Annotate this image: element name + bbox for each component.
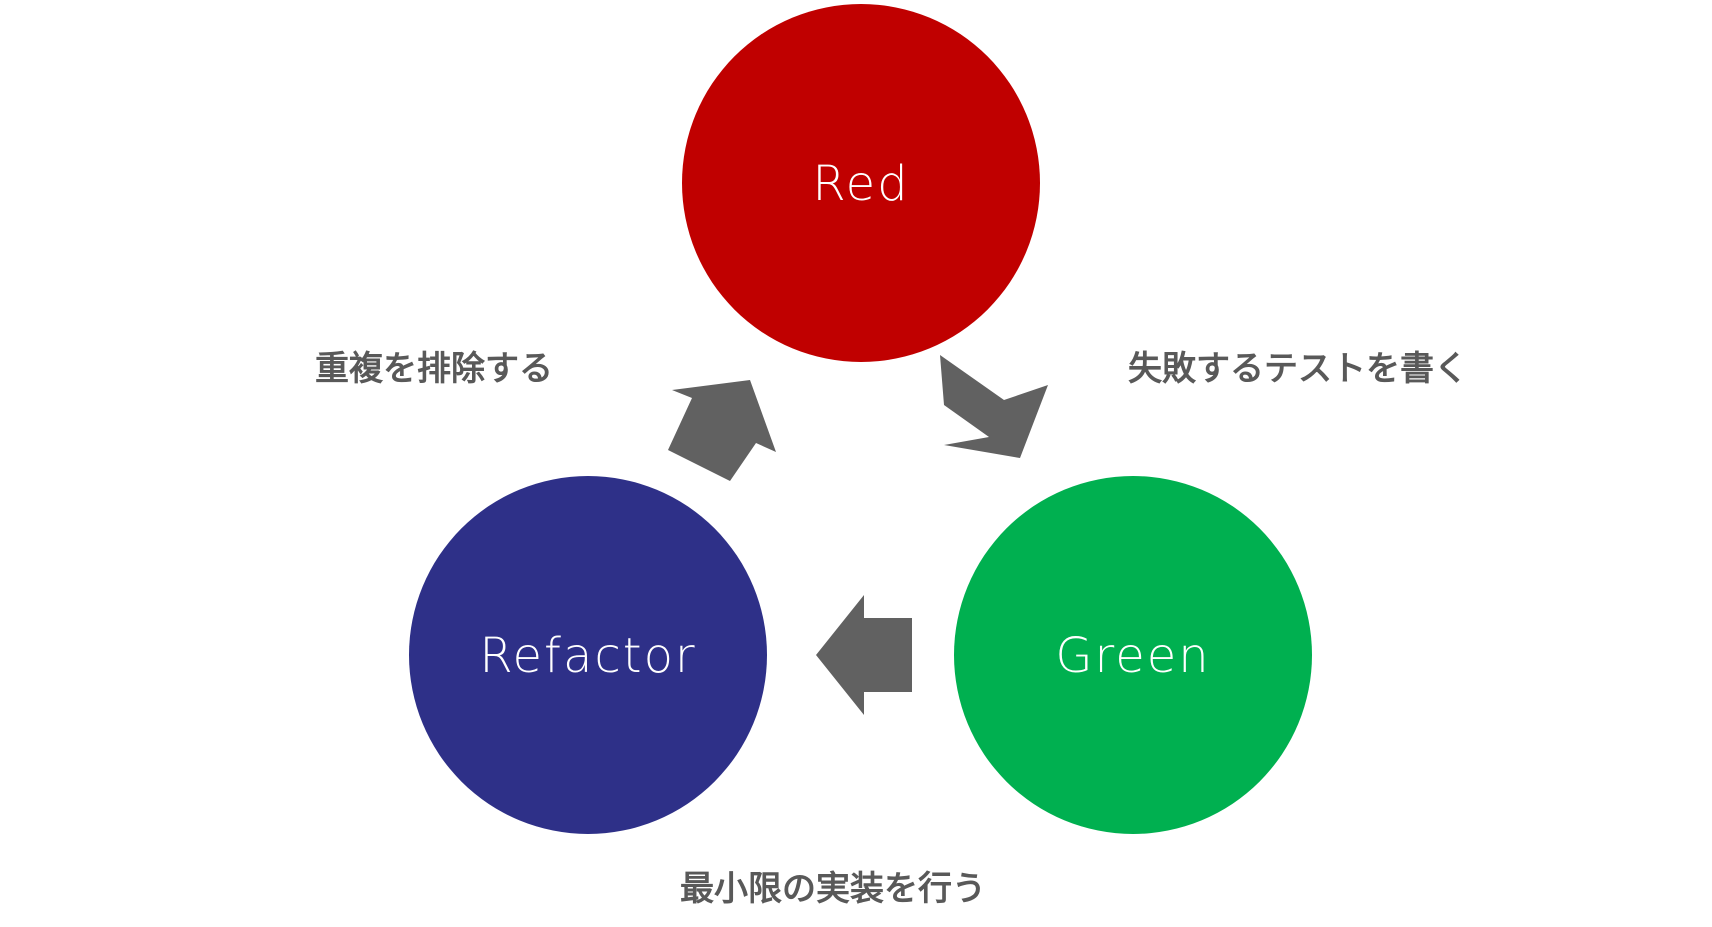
arrow-red-to-green-icon	[940, 355, 1048, 458]
arrow-refactor-to-red-icon	[668, 380, 776, 481]
green-node: Green	[954, 476, 1312, 834]
step-label-refactor-to-red: 重複を排除する	[315, 349, 553, 389]
refactor-node: Refactor	[409, 476, 767, 834]
step-label-red-to-green: 失敗するテストを書く	[1128, 349, 1468, 389]
refactor-node-label: Refactor	[479, 628, 696, 684]
green-circle	[954, 476, 1312, 834]
red-node-label: Red	[812, 156, 909, 212]
red-node: Red	[682, 4, 1040, 362]
arrow-green-to-refactor-icon	[816, 595, 912, 715]
red-circle	[682, 4, 1040, 362]
refactor-circle	[409, 476, 767, 834]
step-label-green-to-refactor: 最小限の実装を行う	[680, 869, 986, 909]
green-node-label: Green	[1055, 628, 1210, 684]
